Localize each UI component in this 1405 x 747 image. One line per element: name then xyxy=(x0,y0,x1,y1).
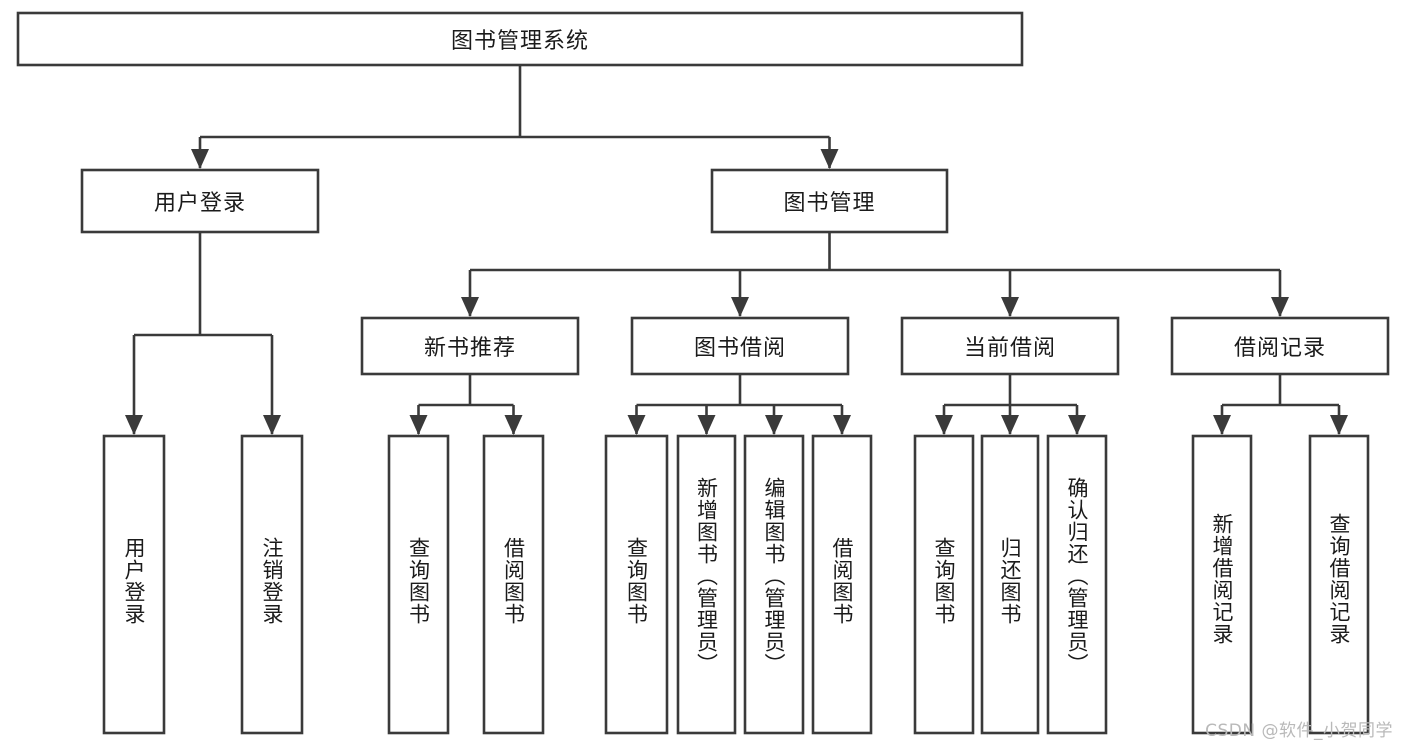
node-box-leaf-3[interactable] xyxy=(482,434,545,735)
node-box-level2-1[interactable] xyxy=(630,316,850,376)
arrow-head-icon xyxy=(125,415,143,435)
node-box-leaf-1[interactable] xyxy=(240,434,304,735)
arrow-head-icon xyxy=(820,149,839,169)
arrow-head-icon xyxy=(1001,415,1019,435)
arrow-head-icon xyxy=(263,415,281,435)
arrow-head-icon xyxy=(627,415,646,435)
node-box-leaf-11[interactable] xyxy=(1191,434,1253,735)
arrow-head-icon xyxy=(409,415,428,435)
arrow-head-icon xyxy=(191,149,209,169)
arrow-head-icon xyxy=(1213,415,1231,435)
node-box-leaf-10[interactable] xyxy=(1046,434,1108,735)
node-box-leaf-8[interactable] xyxy=(913,434,975,735)
node-box-level1-1[interactable] xyxy=(710,168,949,234)
arrow-head-icon xyxy=(1001,297,1019,317)
node-box-level1-0[interactable] xyxy=(80,168,320,234)
node-box-leaf-2[interactable] xyxy=(387,434,450,735)
arrow-head-icon xyxy=(935,415,953,435)
node-box-leaf-0[interactable] xyxy=(102,434,166,735)
node-box-level2-0[interactable] xyxy=(360,316,580,376)
node-box-layer xyxy=(16,11,1390,735)
arrow-head-icon xyxy=(504,415,523,435)
arrow-head-icon xyxy=(1330,415,1348,435)
node-box-level2-3[interactable] xyxy=(1170,316,1390,376)
arrow-head-icon xyxy=(731,297,749,317)
node-box-leaf-6[interactable] xyxy=(743,434,805,735)
node-box-leaf-5[interactable] xyxy=(676,434,737,735)
node-box-leaf-4[interactable] xyxy=(604,434,669,735)
connector-layer xyxy=(125,65,1348,435)
arrow-head-icon xyxy=(1068,415,1086,435)
node-box-leaf-9[interactable] xyxy=(980,434,1040,735)
node-box-level2-2[interactable] xyxy=(900,316,1120,376)
arrow-head-icon xyxy=(833,415,851,435)
node-box-root[interactable] xyxy=(16,11,1024,67)
node-box-leaf-12[interactable] xyxy=(1308,434,1370,735)
node-box-leaf-7[interactable] xyxy=(811,434,873,735)
arrow-head-icon xyxy=(1271,297,1289,317)
arrow-head-icon xyxy=(765,415,783,435)
arrow-head-icon xyxy=(697,415,716,435)
arrow-head-icon xyxy=(461,297,479,317)
